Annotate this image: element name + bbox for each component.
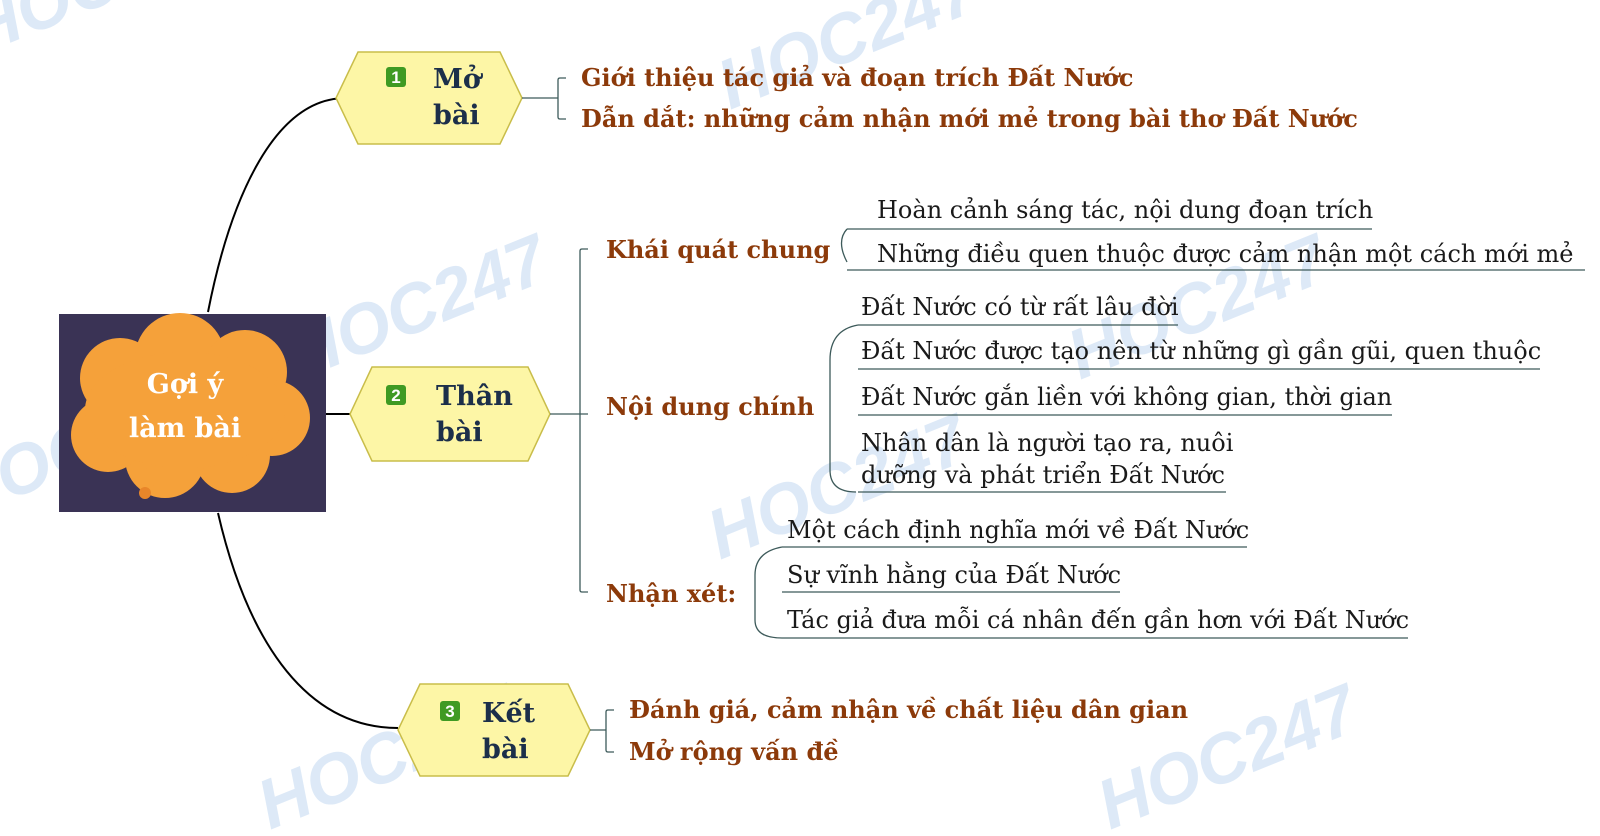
section-3: 3 Kết bài Đánh giá, cảm nhận về chất liệ… [397, 683, 1188, 777]
section-2-bracket [550, 248, 588, 593]
group-underlines-nhan-xet [782, 546, 1408, 639]
central-title-line1: Gợi ý [147, 369, 225, 400]
edge-to-section-1 [207, 97, 347, 313]
section-1-title-line2: bài [433, 100, 480, 131]
section-1-bracket [522, 77, 566, 120]
group-label-nhan-xet: Nhận xét: [606, 579, 736, 608]
group-bracket-noi-dung [829, 324, 859, 493]
group-item: Đất Nước được tạo nên từ những gì gần gũ… [861, 337, 1541, 365]
section-1-number: 1 [391, 68, 400, 87]
cloud-icon [71, 313, 310, 499]
watermark: HOC247 [0, 0, 241, 69]
group-item: Những điều quen thuộc được cảm nhận một … [877, 240, 1573, 268]
section-2-title-line2: bài [436, 417, 483, 448]
group-bracket-nhan-xet [754, 546, 783, 639]
section-3-number: 3 [445, 702, 454, 721]
section-2-title-line1: Thân [436, 381, 513, 412]
section-1-hexagon [335, 51, 523, 145]
watermark: HOC247 [1086, 668, 1371, 831]
section-1: 1 Mở bài Giới thiệu tác giả và đoạn tríc… [335, 51, 1358, 145]
group-underlines-noi-dung [858, 324, 1540, 493]
central-node: Gợi ý làm bài [59, 313, 326, 512]
section-3-bracket [590, 709, 614, 753]
group-item: Hoàn cảnh sáng tác, nội dung đoạn trích [877, 196, 1373, 224]
central-title-line2: làm bài [129, 413, 241, 444]
section-1-badge [386, 67, 406, 87]
group-item: Đất Nước có từ rất lâu đời [861, 293, 1179, 321]
group-label-khai-quat: Khái quát chung [606, 235, 831, 264]
edge-to-section-3 [217, 512, 399, 729]
group-label-noi-dung: Nội dung chính [606, 392, 814, 421]
section-3-title-line1: Kết [482, 697, 536, 729]
group-item: Sự vĩnh hằng của Đất Nước [787, 561, 1121, 589]
section-1-item: Dẫn dắt: những cảm nhận mới mẻ trong bài… [581, 104, 1358, 133]
section-1-item: Giới thiệu tác giả và đoạn trích Đất Nướ… [581, 63, 1133, 92]
group-item: Đất Nước gắn liền với không gian, thời g… [861, 383, 1392, 411]
group-underlines-khai-quat [847, 228, 1585, 271]
section-1-title-line1: Mở [433, 63, 484, 95]
main-edges [207, 97, 399, 729]
section-3-badge [440, 701, 460, 721]
group-item: dưỡng và phát triển Đất Nước [861, 460, 1225, 489]
section-3-item: Mở rộng vấn đề [629, 737, 839, 766]
section-2: 2 Thân bài Khái quát chung Hoàn cảnh sán… [349, 196, 1585, 639]
group-item: Một cách định nghĩa mới về Đất Nước [787, 516, 1249, 544]
section-2-badge [386, 385, 406, 405]
section-3-title-line2: bài [482, 734, 529, 765]
section-2-number: 2 [391, 386, 400, 405]
section-3-item: Đánh giá, cảm nhận về chất liệu dân gian [629, 695, 1188, 724]
group-bracket-khai-quat [840, 228, 848, 263]
group-item: Tác giả đưa mỗi cá nhân đến gần hơn với … [787, 606, 1409, 634]
group-item: Nhân dân là người tạo ra, nuôi [861, 429, 1234, 457]
